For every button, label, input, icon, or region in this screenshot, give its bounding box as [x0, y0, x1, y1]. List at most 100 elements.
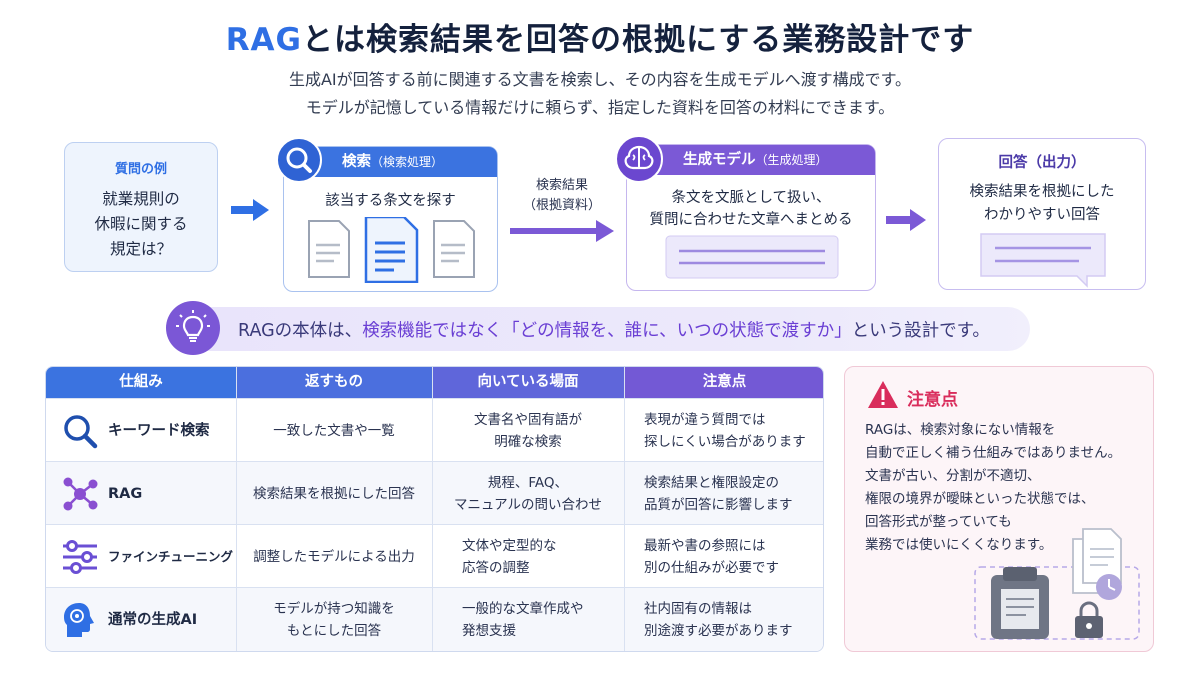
column-divider: [432, 367, 433, 651]
caution-line: RAGは、検索対象にない情報を: [865, 422, 1056, 438]
generation-step-box: 生成モデル（生成処理） 条文を文脈として扱い、 質問に合わせた文章へまとめる: [615, 135, 876, 291]
caution-title: 注意点: [907, 390, 958, 410]
row-caution-line: 検索結果と権限設定の: [644, 474, 779, 491]
caution-line: 回答形式が整っていても: [865, 514, 1012, 530]
row-fit-line: 一般的な文章作成や: [462, 600, 584, 617]
row-fit-line: マニュアルの問い合わせ: [453, 496, 603, 513]
subtitle-line-2: モデルが記憶している情報だけに頼らず、指定した資料を回答の材料にできます。: [305, 98, 895, 117]
answer-output-box: 回答（出力） 検索結果を根拠にした わかりやすい回答: [938, 138, 1146, 290]
row-fit-line: 発想支援: [462, 622, 516, 639]
warning-icon: [868, 381, 898, 408]
generation-step-note: （生成処理）: [755, 153, 828, 167]
table-header: 向いている場面: [432, 367, 624, 398]
row-name: 通常の生成AI: [108, 611, 198, 628]
row-fit-line: 応答の調整: [462, 559, 530, 576]
generation-step-header: 生成モデル（生成処理）: [627, 145, 875, 175]
key-message-highlight: 検索機能ではなく「どの情報を、誰に、いつの状態で渡すか」: [362, 321, 852, 341]
row-caution-line: 社内固有の情報は: [644, 600, 752, 617]
key-message-text: RAGの本体は、検索機能ではなく「どの情報を、誰に、いつの状態で渡すか」という設…: [238, 317, 990, 342]
magnifier-icon: [64, 415, 98, 449]
documents-icon: [308, 217, 475, 283]
head-brain-icon: [64, 603, 94, 637]
key-message-bar: [188, 307, 1030, 351]
table-header: 返すもの: [236, 367, 432, 398]
caution-panel: 注意点 RAGは、検索対象にない情報を 自動で正しく補う仕組みではありません。 …: [844, 366, 1154, 652]
page-title: RAGとは検索結果を回答の根拠にする業務設計です: [0, 14, 1200, 59]
question-text: 就業規則の 休暇に関する 規定は？: [65, 187, 217, 262]
row-fit: 規程、FAQ、マニュアルの問い合わせ: [432, 462, 624, 525]
arrow-right-icon: [886, 209, 926, 231]
key-message-part-1: RAGの本体は、: [238, 321, 363, 341]
question-line-1: 就業規則の: [102, 190, 180, 208]
row-caution: 検索結果と権限設定の品質が回答に影響します: [624, 462, 823, 525]
row-returns: 調整したモデルによる出力: [253, 548, 415, 565]
search-step-note: （検索処理）: [371, 155, 444, 169]
handoff-label: 検索結果 （根拠資料）: [512, 176, 612, 216]
network-icon: [63, 477, 98, 511]
question-line-2: 休暇に関する: [94, 215, 188, 233]
row-caution-line: 表現が違う質問では: [644, 411, 766, 428]
row-fit: 文体や定型的な応答の調整: [432, 525, 624, 588]
row-fit-line: 文書名や固有語が: [474, 411, 582, 428]
answer-title: 回答（出力）: [998, 155, 1086, 171]
row-caution-line: 別途渡す必要があります: [644, 622, 793, 639]
title-accent: RAG: [225, 22, 302, 58]
row-fit-line: 規程、FAQ、: [487, 474, 569, 491]
lightbulb-icon: [166, 301, 220, 355]
arrow-right-icon: [231, 199, 269, 221]
column-divider: [624, 367, 625, 651]
table-row: RAG 検索結果を根拠にした回答 規程、FAQ、マニュアルの問い合わせ 検索結果…: [46, 461, 823, 525]
table-header: 注意点: [624, 367, 823, 398]
generation-step-text: 条文を文脈として扱い、 質問に合わせた文章へまとめる: [627, 187, 875, 231]
answer-text: 検索結果を根拠にした わかりやすい回答: [939, 181, 1145, 227]
question-line-3: 規定は？: [109, 240, 172, 258]
row-name: ファインチューニング: [108, 548, 234, 564]
row-caution-line: 別の仕組みが必要です: [644, 559, 779, 576]
answer-line-1: 検索結果を根拠にした: [969, 184, 1115, 200]
caution-text: RAGは、検索対象にない情報を 自動で正しく補う仕組みではありません。 文書が古…: [865, 419, 1155, 557]
title-rest: とは検索結果を回答の根拠にする業務設計です: [302, 22, 975, 58]
row-name: キーワード検索: [108, 422, 210, 439]
column-divider: [236, 367, 237, 651]
generation-step-title: 生成モデル: [683, 152, 756, 168]
table-header: 仕組み: [46, 367, 236, 398]
text-block-icon: [665, 235, 839, 279]
row-returns: モデルが持つ知識をもとにした回答: [236, 588, 432, 651]
sliders-icon: [63, 540, 97, 574]
row-fit-line: 明確な検索: [494, 433, 562, 450]
row-caution-line: 品質が回答に影響します: [644, 496, 793, 513]
handoff-line-2: （根拠資料）: [522, 198, 601, 213]
row-caution-line: 探しにくい場合があります: [644, 433, 806, 450]
table-row: ファインチューニング 調整したモデルによる出力 文体や定型的な応答の調整 最新や…: [46, 524, 823, 588]
row-fit: 文書名や固有語が明確な検索: [432, 399, 624, 462]
row-returns-line: もとにした回答: [286, 622, 382, 639]
brain-icon: [615, 135, 663, 183]
subtitle-line-1: 生成AIが回答する前に関連する文書を検索し、その内容を生成モデルへ渡す構成です。: [288, 70, 912, 89]
handoff-line-1: 検索結果: [535, 178, 588, 193]
row-caution-line: 最新や書の参照には: [644, 537, 766, 554]
row-returns-line: モデルが持つ知識を: [273, 600, 395, 617]
generation-line-1: 条文を文脈として扱い、: [671, 190, 831, 206]
chat-bubble-icon: [980, 233, 1106, 288]
row-caution: 表現が違う質問では探しにくい場合があります: [624, 399, 823, 462]
row-caution: 社内固有の情報は別途渡す必要があります: [624, 588, 823, 651]
row-fit-line: 文体や定型的な: [462, 537, 557, 554]
table-row: キーワード検索 一致した文書や一覧 文書名や固有語が明確な検索 表現が違う質問で…: [46, 398, 823, 462]
caution-line: 文書が古い、分割が不適切、: [865, 468, 1041, 484]
caution-line: 権限の境界が曖昧といった状態では、: [865, 491, 1095, 507]
row-returns: 検索結果を根拠にした回答: [253, 485, 415, 502]
comparison-table: 仕組み 返すもの 向いている場面 注意点 キーワード検索 一致した文書や一覧 文…: [45, 366, 824, 652]
arrow-right-icon: [510, 220, 614, 242]
generation-line-2: 質問に合わせた文章へまとめる: [649, 212, 853, 228]
table-row: 通常の生成AI モデルが持つ知識をもとにした回答 一般的な文章作成や発想支援 社…: [46, 587, 823, 651]
row-caution: 最新や書の参照には別の仕組みが必要です: [624, 525, 823, 588]
caution-line: 業務では使いにくくなります。: [865, 537, 1053, 553]
row-fit: 一般的な文章作成や発想支援: [432, 588, 624, 651]
question-label: 質問の例: [114, 162, 167, 177]
outdated-documents-lock-icon: [974, 528, 1140, 640]
search-icon: [276, 137, 322, 183]
row-name: RAG: [108, 485, 143, 502]
caution-line: 自動で正しく補う仕組みではありません。: [865, 445, 1122, 461]
answer-line-2: わかりやすい回答: [984, 207, 1100, 223]
search-step-title: 検索: [342, 154, 371, 170]
